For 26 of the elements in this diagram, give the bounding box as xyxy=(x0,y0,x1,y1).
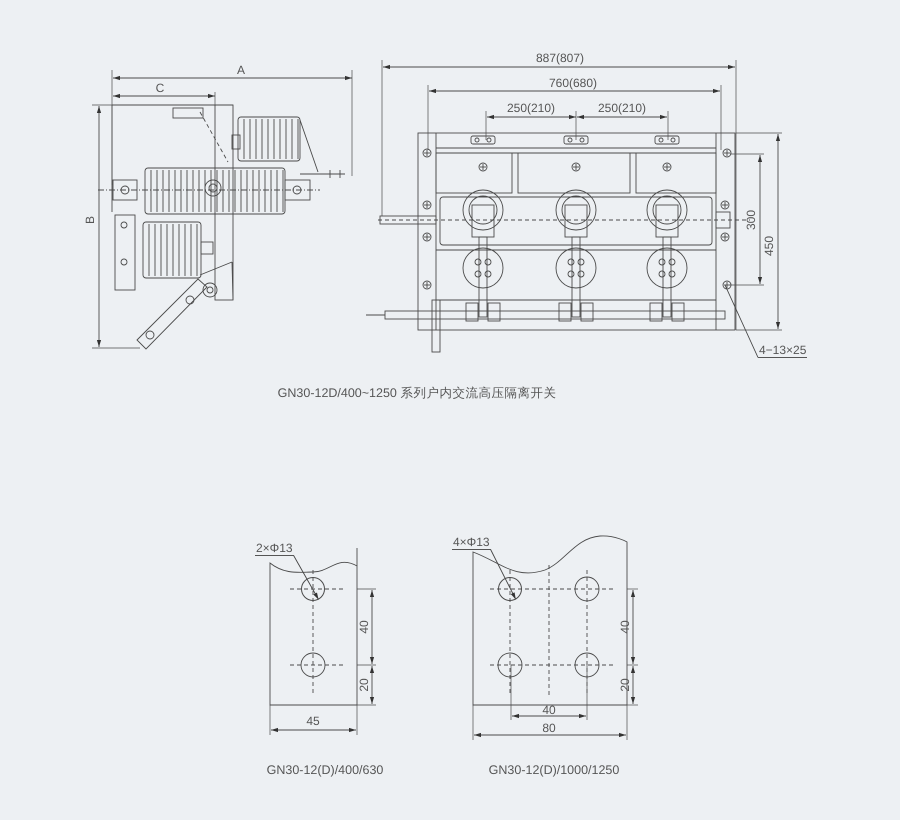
figure-caption: GN30-12(D)/1000/1250 xyxy=(488,763,620,777)
dimension-text: C xyxy=(156,81,164,95)
dimension-text: 300 xyxy=(744,210,758,230)
leader-line xyxy=(293,555,320,600)
mounting-hole xyxy=(498,577,522,601)
dimension-text: 40 xyxy=(357,620,371,634)
callout-text: 4−13×25 xyxy=(758,343,808,358)
dimension-text: 887(807) xyxy=(536,51,584,65)
callout-text: 4×Φ13 xyxy=(452,535,491,550)
figure-caption: GN30-12D/400~1250 系列户内交流高压隔离开关 xyxy=(278,386,556,400)
figure-caption: GN30-12(D)/400/630 xyxy=(266,763,384,777)
dimension-text: A xyxy=(237,63,245,77)
leader-line xyxy=(490,549,516,600)
dimension-text: 80 xyxy=(542,721,556,735)
callout-text: 2×Φ13 xyxy=(255,541,294,556)
dimension-text: 45 xyxy=(306,714,320,728)
dimension-text: 250(210) xyxy=(598,101,646,115)
dimension-text: 250(210) xyxy=(506,101,556,115)
mounting-hole xyxy=(301,577,325,601)
leader-line xyxy=(724,284,758,358)
dimension-text: 40 xyxy=(542,703,556,717)
dimension-text: 20 xyxy=(618,678,632,692)
dimension-text: 450 xyxy=(762,236,776,256)
dimension-text: 760(680) xyxy=(548,76,598,90)
dimension-text: B xyxy=(83,216,97,224)
dimension-text: 20 xyxy=(357,678,371,692)
